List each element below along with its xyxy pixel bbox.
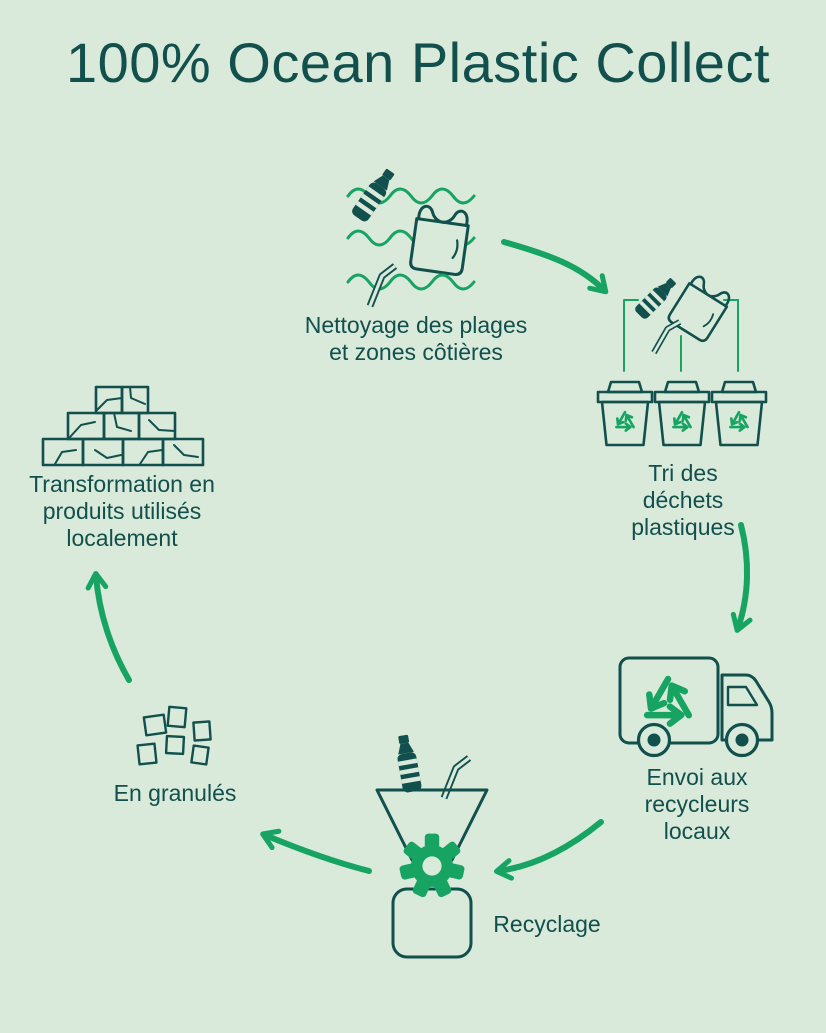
cycle-arrows: [85, 239, 753, 881]
recycling-truck-icon: [618, 656, 774, 758]
bricks-icon: [41, 385, 205, 467]
step-label-granules: En granulés: [113, 780, 237, 806]
straw-icon: [444, 758, 469, 798]
step-label-tri: Tri des déchets plastiques: [631, 460, 735, 540]
step-label-nettoyage: Nettoyage des plages et zones côtières: [304, 312, 528, 365]
step-label-recyclage: Recyclage: [493, 911, 601, 937]
granules-icon: [136, 705, 212, 766]
step-label-envoi: Envoi aux recycleurs locaux: [644, 764, 750, 844]
truck-wheel: [724, 722, 760, 758]
bottle-icon: [393, 733, 423, 794]
plastic-bag-icon: [408, 203, 472, 277]
recycling-bin-icon: [655, 382, 709, 445]
machine-container: [391, 887, 473, 959]
arrow-tri-to-envoi: [730, 522, 753, 633]
arrow-envoi-to-recyclage: [493, 819, 604, 881]
arrow-granules-to-transformation: [85, 570, 132, 683]
recycling-machine-icon: [375, 733, 489, 959]
arrow-recyclage-to-granules: [260, 828, 372, 874]
wave-icon: [346, 273, 476, 291]
truck-wheel: [636, 722, 672, 758]
straw-icon: [654, 319, 680, 356]
step-label-transformation: Transformation en produits utilisés loca…: [29, 471, 215, 551]
ocean-waste-icon: [346, 165, 476, 306]
truck-window: [726, 685, 759, 707]
arrow-nettoyage-to-tri: [501, 239, 609, 295]
truck-cab: [720, 673, 774, 742]
recycling-bin-icon: [712, 382, 766, 445]
plastic-bag-icon: [665, 272, 735, 345]
recycle-symbol-icon: [644, 675, 697, 724]
recycling-bin-icon: [598, 382, 652, 445]
page-title: 100% Ocean Plastic Collect: [65, 31, 771, 94]
sorting-bins-icon: [598, 272, 766, 445]
